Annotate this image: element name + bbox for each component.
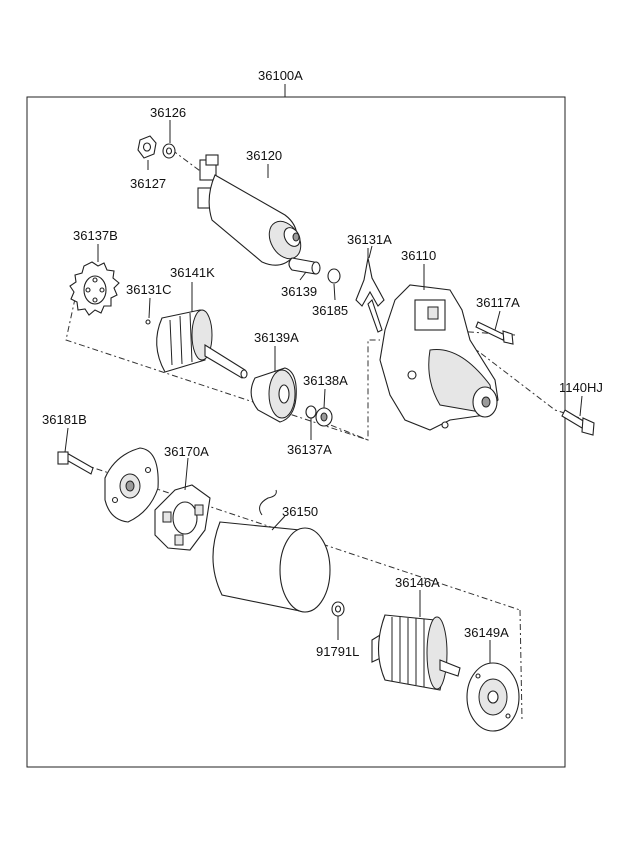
label-36150: 36150 xyxy=(282,504,318,519)
lever-36131A xyxy=(355,248,385,333)
label-36146A: 36146A xyxy=(395,575,440,590)
label-36110: 36110 xyxy=(401,248,436,263)
gear-shaft-36141K xyxy=(156,309,248,379)
label-36139A: 36139A xyxy=(254,330,299,345)
label-36137B: 36137B xyxy=(73,228,118,243)
washer-36126 xyxy=(162,143,176,159)
label-36181B: 36181B xyxy=(42,412,87,427)
label-36120: 36120 xyxy=(246,148,282,163)
ring-36138A xyxy=(315,407,333,427)
label-91791L: 91791L xyxy=(316,644,359,659)
ring-36185 xyxy=(327,268,341,284)
housing-36110 xyxy=(379,284,499,431)
ring-36137A xyxy=(305,405,317,419)
label-36126: 36126 xyxy=(150,105,186,120)
label-36131C: 36131C xyxy=(126,282,172,297)
bolt-36117A xyxy=(475,321,514,345)
label-36139: 36139 xyxy=(281,284,317,299)
bracket-plate xyxy=(104,447,159,523)
armature-36146A xyxy=(371,614,461,691)
gear-36137B xyxy=(69,261,120,316)
brush-holder-36170A xyxy=(154,484,211,551)
assembly-title: 36100A xyxy=(258,68,303,83)
plunger-36139 xyxy=(288,257,321,275)
label-36137A: 36137A xyxy=(287,442,332,457)
bolt-1140HJ xyxy=(561,409,595,436)
label-36170A: 36170A xyxy=(164,444,209,459)
label-36185: 36185 xyxy=(312,303,348,318)
nut-36127 xyxy=(137,135,157,159)
leader-lines xyxy=(64,120,583,663)
label-36138A: 36138A xyxy=(303,373,348,388)
yoke-36150 xyxy=(212,489,331,613)
clutch-36139A xyxy=(250,367,297,423)
pin-36131C xyxy=(145,319,151,325)
label-1140HJ: 1140HJ xyxy=(559,380,603,395)
part-labels: 36126 36127 36120 36137B 36141K 36131C 3… xyxy=(42,105,603,659)
assembly-frame xyxy=(26,96,566,768)
label-36141K: 36141K xyxy=(170,265,215,280)
label-36149A: 36149A xyxy=(464,625,509,640)
screw-36181B xyxy=(57,451,94,475)
washer-91791L xyxy=(331,601,345,617)
end-plate-36149A xyxy=(466,662,520,732)
label-36117A: 36117A xyxy=(476,295,520,310)
solenoid-36120 xyxy=(197,154,302,266)
label-36131A: 36131A xyxy=(347,232,392,247)
label-36127: 36127 xyxy=(130,176,166,191)
